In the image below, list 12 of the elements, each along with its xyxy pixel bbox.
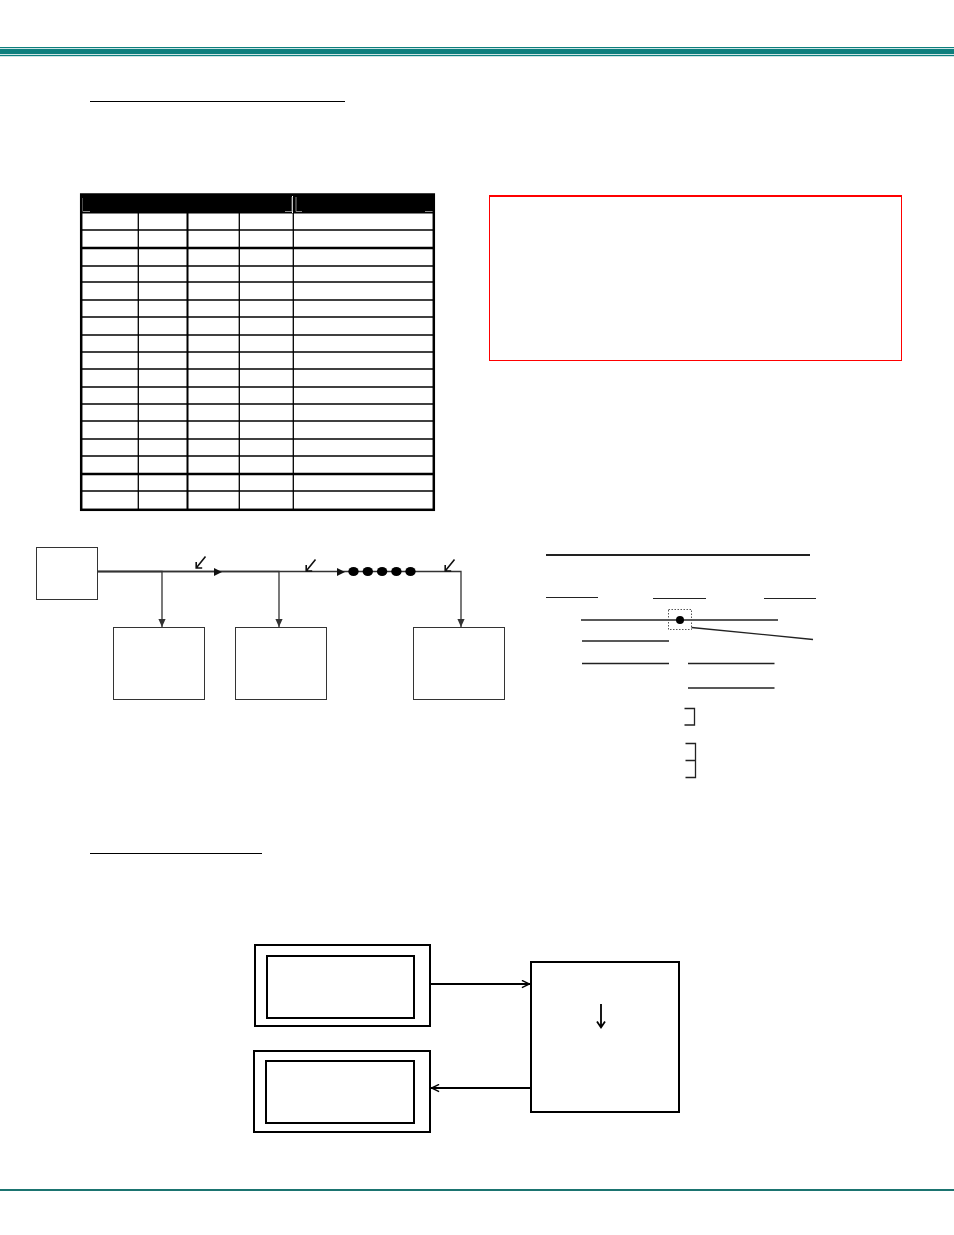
empty-box [235, 627, 327, 700]
empty-box [113, 627, 205, 700]
arrow [97, 570, 465, 628]
empty-box [36, 547, 98, 600]
outer-frame [253, 1050, 431, 1133]
arrow [430, 979, 531, 989]
arrow [430, 1083, 531, 1093]
outer-frame [254, 944, 431, 1027]
empty-box [530, 961, 680, 1113]
inner-frame [266, 955, 415, 1019]
inner-frame [265, 1060, 415, 1124]
empty-box [413, 627, 505, 700]
